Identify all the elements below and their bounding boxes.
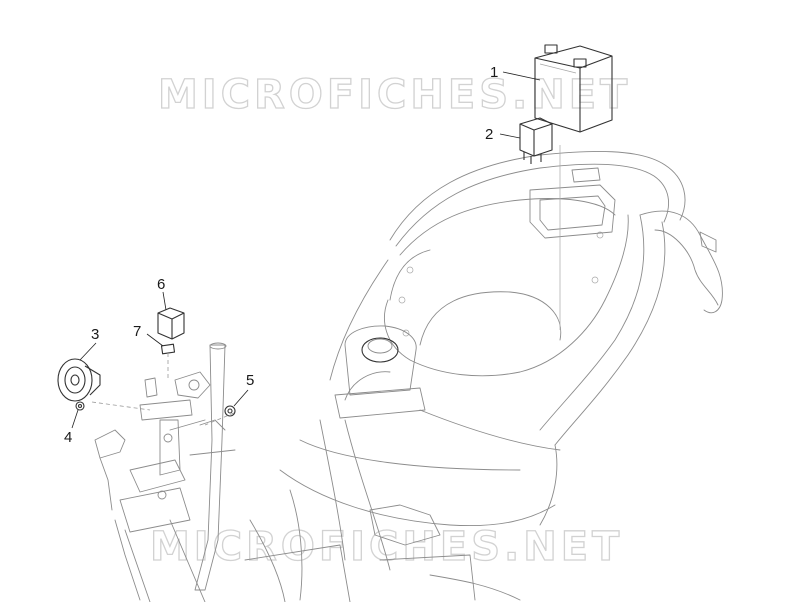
clip-icon xyxy=(160,343,176,355)
callout-6: 6 xyxy=(157,276,165,293)
scooter-body-drawing xyxy=(244,145,723,602)
battery-icon xyxy=(534,44,613,133)
callout-3: 3 xyxy=(91,326,99,343)
callout-4: 4 xyxy=(64,429,72,446)
callout-7: 7 xyxy=(133,323,141,340)
callout-1: 1 xyxy=(490,64,498,81)
watermark-bottom: MICROFICHES.NET xyxy=(150,524,623,570)
relay-icon xyxy=(519,117,553,164)
nut-icon-5 xyxy=(224,405,236,417)
frame-bracket-drawing xyxy=(91,342,236,602)
horn-icon xyxy=(57,358,101,402)
leader-lines xyxy=(71,71,541,429)
nut-icon-4 xyxy=(75,401,85,411)
flasher-relay-icon xyxy=(157,307,185,340)
callout-2: 2 xyxy=(485,126,493,143)
watermark-top: MICROFICHES.NET xyxy=(158,72,631,118)
callout-5: 5 xyxy=(246,372,254,389)
